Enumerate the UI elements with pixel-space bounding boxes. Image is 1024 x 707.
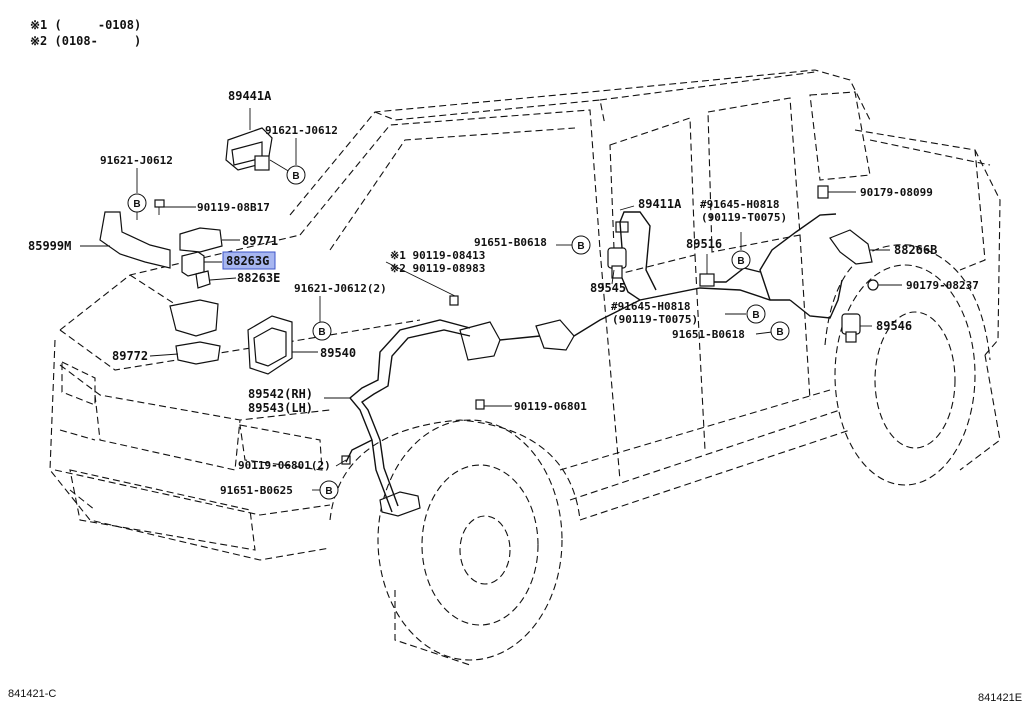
part-89545-shape [607, 247, 627, 279]
wire-harness [345, 211, 843, 513]
part-85999M-shape [99, 211, 171, 269]
note-2: ※2 (0108- ) [30, 34, 141, 48]
label-85999M[interactable]: 85999M [28, 239, 71, 253]
svg-text:B: B [325, 486, 332, 497]
part-89772-shape [175, 341, 221, 365]
svg-text:B: B [752, 310, 759, 321]
note-1: ※1 ( -0108) [30, 18, 141, 32]
bolt-06801-shape [475, 399, 485, 410]
part-88266B-shape [829, 229, 873, 265]
label-91651-B0625[interactable]: 91651-B0625 [220, 484, 293, 497]
leader-lines [80, 108, 902, 491]
bolt-marker-4: B [319, 480, 339, 500]
svg-text:B: B [133, 199, 140, 210]
part-88263E-shape [195, 270, 211, 289]
label-89411A[interactable]: 89411A [638, 197, 682, 211]
label-90179-08237[interactable]: 90179-08237 [906, 279, 979, 292]
part-89516-shape [699, 273, 715, 287]
svg-text:B: B [292, 171, 299, 182]
part-89771-shape [179, 227, 223, 253]
label-91645-H0818-a[interactable]: #91645-H0818 [700, 198, 779, 211]
label-90119-T0075-a[interactable]: (90119-T0075) [701, 211, 787, 224]
label-89546[interactable]: 89546 [876, 319, 912, 333]
bolt-08B17-shape [154, 199, 165, 215]
label-91621-J0612-left[interactable]: 91621-J0612 [100, 154, 173, 167]
label-89441A[interactable]: 89441A [228, 89, 272, 103]
svg-text:B: B [318, 327, 325, 338]
label-90119-08B17[interactable]: 90119-08B17 [197, 201, 270, 214]
clip-08237-shape [867, 279, 879, 291]
label-91621-J0612-top[interactable]: 91621-J0612 [265, 124, 338, 137]
part-labels: 89441A 91621-J0612 91621-J0612 90119-08B… [28, 89, 979, 497]
svg-text:B: B [577, 241, 584, 252]
label-91651-B0618-a[interactable]: 91651-B0618 [474, 236, 547, 249]
label-90119-08413[interactable]: ※1 90119-08413 [390, 249, 485, 262]
label-91651-B0618-b[interactable]: 91651-B0618 [672, 328, 745, 341]
parts-group [99, 127, 879, 517]
part-bracket-shape [169, 299, 219, 337]
actuator-shape [459, 321, 501, 361]
label-89545[interactable]: 89545 [590, 281, 626, 295]
part-89411A-shape [615, 221, 629, 233]
label-89540[interactable]: 89540 [320, 346, 356, 360]
label-88263E[interactable]: 88263E [237, 271, 280, 285]
bolt-marker-8: B [770, 321, 790, 341]
label-89543[interactable]: 89543(LH) [248, 401, 313, 415]
part-89441A-shape [225, 127, 273, 171]
bolt-marker-7: B [746, 304, 766, 324]
part-89546-shape [841, 313, 861, 343]
label-90119-06801-2[interactable]: 90119-06801(2) [238, 459, 331, 472]
label-90119-T0075-b[interactable]: (90119-T0075) [612, 313, 698, 326]
bolt-marker-1: B [286, 165, 306, 185]
bolt-markers: B B B B B B B B [127, 165, 790, 500]
label-90179-08099[interactable]: 90179-08099 [860, 186, 933, 199]
label-88266B[interactable]: 88266B [894, 243, 937, 257]
clip-08099-shape [817, 185, 829, 199]
truck-outline [49, 69, 1001, 666]
footer-left-code: 841421-C [8, 688, 56, 700]
label-89771[interactable]: 89771 [242, 234, 278, 248]
highlight-88263G [222, 251, 276, 270]
footer-right-code: 841421E [978, 692, 1022, 704]
label-88263G[interactable]: 88263G [226, 254, 269, 268]
front-sensor-shape [379, 491, 421, 517]
bolt-marker-2: B [127, 193, 147, 213]
bolt-marker-6: B [731, 250, 751, 270]
label-91645-H0818-b[interactable]: #91645-H0818 [611, 300, 690, 313]
label-89516[interactable]: 89516 [686, 237, 722, 251]
svg-text:B: B [737, 256, 744, 267]
bolt-marker-3: B [312, 321, 332, 341]
label-91621-J0612-2[interactable]: 91621-J0612(2) [294, 282, 387, 295]
bolt-marker-5: B [571, 235, 591, 255]
bolt-08413-shape [449, 295, 459, 306]
label-89542[interactable]: 89542(RH) [248, 387, 313, 401]
label-90119-06801[interactable]: 90119-06801 [514, 400, 587, 413]
svg-text:B: B [776, 327, 783, 338]
label-90119-08983[interactable]: ※2 90119-08983 [390, 262, 485, 275]
label-89772[interactable]: 89772 [112, 349, 148, 363]
